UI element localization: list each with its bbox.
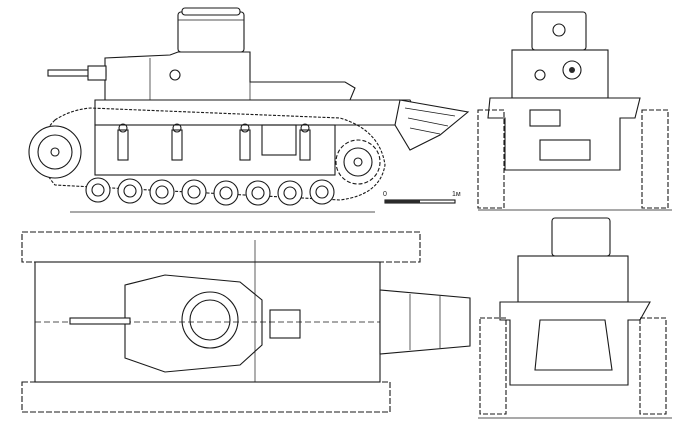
road-wheels	[85, 177, 335, 206]
front-idler-wheel	[28, 125, 82, 179]
hull-emblem	[169, 69, 181, 81]
top-view	[21, 231, 471, 413]
front-view	[477, 11, 672, 211]
top-turret-outline	[124, 274, 263, 373]
top-main-gun	[69, 317, 131, 325]
rear-hull-upper	[517, 255, 629, 303]
rear-tail-plate	[534, 319, 613, 371]
turret-roof	[181, 7, 241, 16]
upper-hull	[104, 51, 356, 101]
top-tail-skid	[379, 289, 471, 355]
front-track-left	[477, 109, 505, 209]
rear-hull-lower	[499, 301, 651, 386]
lower-hull	[94, 99, 416, 126]
top-track-upper	[21, 231, 421, 263]
scale-bar: 0 1м	[383, 191, 461, 204]
suspension-plate	[94, 124, 336, 176]
rear-view	[478, 217, 672, 419]
tail-skid	[394, 99, 470, 151]
side-view: 0 1м	[28, 7, 470, 213]
front-gun-mantlet	[562, 60, 582, 80]
rear-track-left	[479, 317, 507, 415]
suspension-springs	[117, 123, 311, 161]
turret	[177, 11, 245, 53]
top-track-lower	[21, 381, 391, 413]
front-hull-upper	[511, 49, 609, 99]
scale-bar-end-label: 1м	[452, 191, 461, 198]
rear-track-right	[639, 317, 667, 415]
drive-sprocket	[335, 139, 381, 185]
scale-bar-start-label: 0	[383, 191, 387, 198]
front-track-right	[641, 109, 669, 209]
side-hatch	[261, 124, 297, 156]
top-cupola	[181, 291, 239, 349]
front-hull-lower	[487, 97, 641, 171]
front-turret	[531, 11, 587, 51]
rear-turret	[551, 217, 611, 257]
